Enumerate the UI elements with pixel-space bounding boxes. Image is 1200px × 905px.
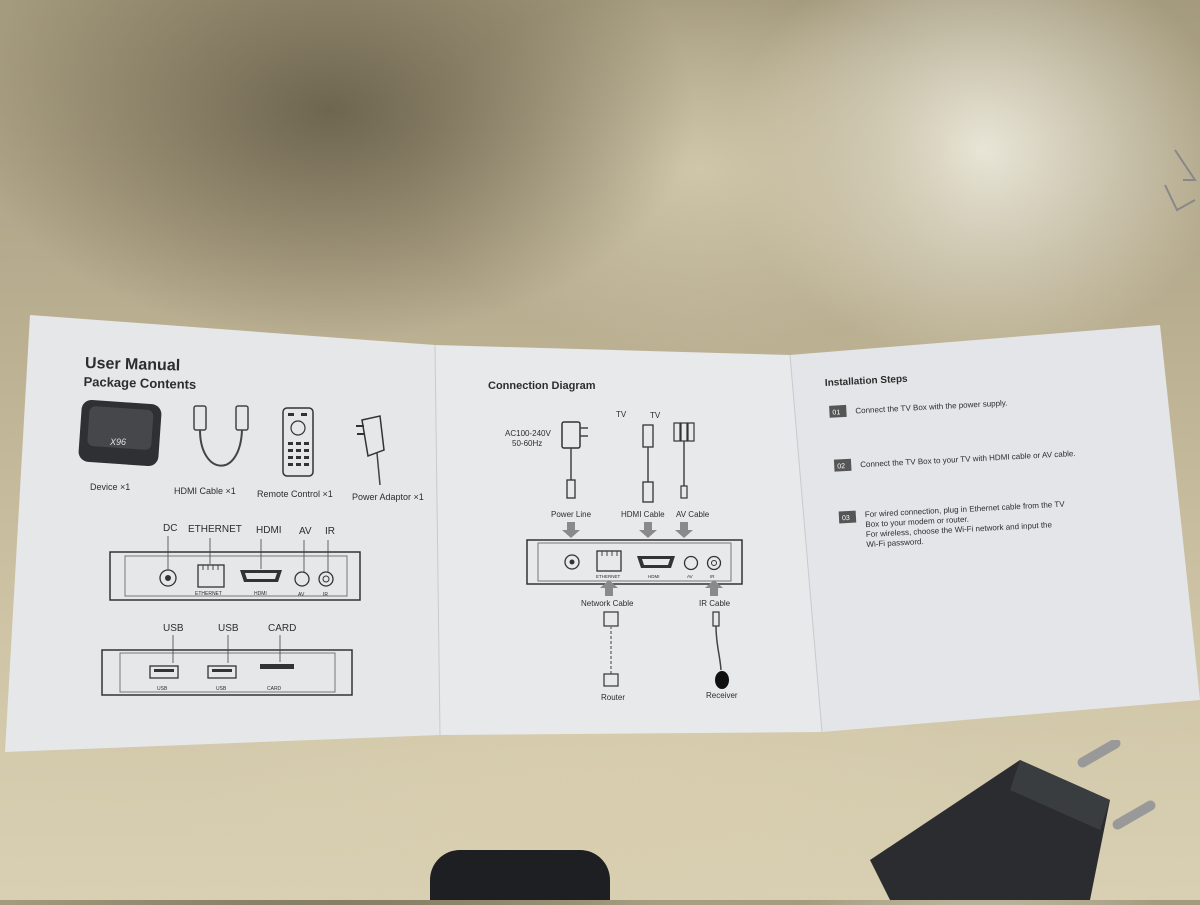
arrow-up-icons <box>600 580 723 596</box>
manual-title: User Manual <box>85 355 181 374</box>
diagram-small-hdmi: HDMI <box>648 574 660 579</box>
power-adaptor-photo <box>860 738 1200 905</box>
step-03-line-4: Wi-Fi password. <box>866 537 924 549</box>
network-cable-label: Network Cable <box>581 599 634 608</box>
hdmi-cable-icon <box>193 405 249 467</box>
hdmi-cable-vertical-icon <box>642 424 654 503</box>
device-logo: X96 <box>109 437 126 447</box>
remote-control-icon <box>282 407 314 477</box>
hdmi-cable-label: HDMI Cable <box>621 510 665 519</box>
item-hdmi-cable-label: HDMI Cable ×1 <box>174 486 236 496</box>
receiver-label: Receiver <box>706 691 738 700</box>
step-03-number: 03 <box>842 515 850 522</box>
router-label: Router <box>601 693 625 702</box>
user-manual-sheet: User Manual Package Contents X96 Device … <box>0 300 1200 780</box>
side-port-label-usb-1: USB <box>163 623 184 634</box>
rear-small-hdmi: HDMI <box>254 591 267 597</box>
item-remote-control-label: Remote Control ×1 <box>257 489 333 499</box>
tv-label-hdmi: TV <box>616 410 627 419</box>
side-port-label-usb-2: USB <box>218 623 239 634</box>
rear-small-ir: IR <box>323 592 328 598</box>
power-spec-line2: 50-60Hz <box>512 439 542 448</box>
step-02-number: 02 <box>837 463 845 470</box>
diagram-small-ethernet: ETHERNET <box>596 574 621 579</box>
device-rear-diagram: ETHERNET HDMI AV IR <box>526 539 743 585</box>
device-side-panel: USB USB CARD <box>101 635 353 696</box>
network-cable-icon <box>603 611 619 687</box>
port-label-hdmi: HDMI <box>256 525 282 536</box>
power-line-label: Power Line <box>551 510 592 519</box>
manual-panel-right <box>790 325 1200 732</box>
item-power-adaptor-label: Power Adaptor ×1 <box>352 492 424 502</box>
step-01-number: 01 <box>832 409 840 416</box>
side-small-usb-2: USB <box>216 686 227 692</box>
cable-photo <box>430 850 610 900</box>
side-small-card: CARD <box>267 686 282 692</box>
rear-small-ethernet: ETHERNET <box>195 591 222 597</box>
recycle-icon <box>1155 140 1200 225</box>
ir-receiver-icon <box>712 611 729 689</box>
installation-steps-heading: Installation Steps <box>825 374 909 389</box>
connection-diagram-heading: Connection Diagram <box>488 380 596 392</box>
port-label-dc: DC <box>163 523 177 534</box>
side-small-usb-1: USB <box>157 686 168 692</box>
power-spec-line1: AC100-240V <box>505 429 551 438</box>
av-cable-icon <box>673 422 695 499</box>
rear-small-av: AV <box>298 592 305 598</box>
power-plug-icon <box>561 421 588 499</box>
diagram-small-ir: IR <box>710 574 715 579</box>
device-rear-panel: ETHERNET HDMI AV IR <box>109 536 361 601</box>
arrow-down-icons <box>562 522 693 538</box>
diagram-small-av: AV <box>687 574 693 579</box>
power-adaptor-icon <box>356 415 385 486</box>
port-label-av: AV <box>299 526 312 537</box>
ir-cable-label: IR Cable <box>699 599 731 608</box>
av-cable-label: AV Cable <box>676 510 710 519</box>
port-label-ethernet: ETHERNET <box>188 524 242 535</box>
port-label-ir: IR <box>325 526 335 537</box>
tv-label-av: TV <box>650 411 661 420</box>
item-device-label: Device ×1 <box>90 482 130 492</box>
side-port-label-card: CARD <box>268 623 296 634</box>
package-contents-heading: Package Contents <box>83 374 196 392</box>
tv-box-icon: X96 <box>78 399 162 467</box>
